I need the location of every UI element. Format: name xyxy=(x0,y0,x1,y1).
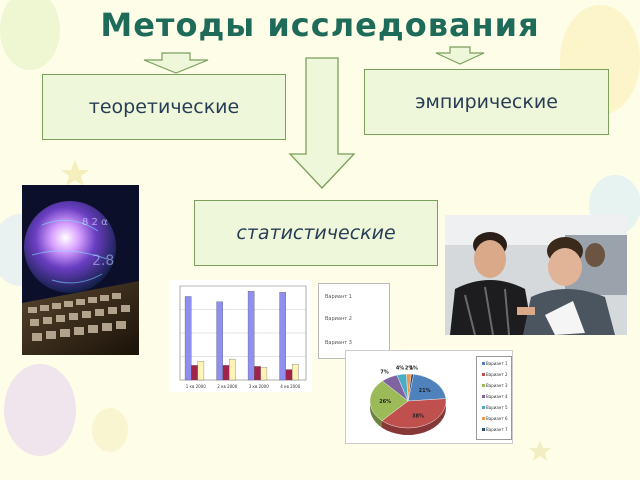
pie-legend-item: Вариант 3 xyxy=(482,383,508,388)
pie-slice-side xyxy=(382,398,446,435)
bar xyxy=(279,292,286,381)
legend-swatch xyxy=(482,373,485,376)
theoretical-label: теоретические xyxy=(88,96,240,118)
bar xyxy=(291,364,299,381)
legend-text: Вариант 7 xyxy=(486,427,508,432)
pie-slice-label: 38% xyxy=(412,414,424,420)
x-tick-label: 3 кв 2000 xyxy=(249,384,269,389)
legend-text: Вариант 4 xyxy=(486,394,508,399)
bar xyxy=(216,301,223,381)
svg-text:8 2 α: 8 2 α xyxy=(82,217,108,228)
legend-text: Вариант 5 xyxy=(486,405,508,410)
pie-slice-label: 2% xyxy=(405,365,414,371)
pie-legend-item: Вариант 6 xyxy=(482,416,508,421)
balloon-decoration xyxy=(4,364,76,456)
pie-slice-label: 21% xyxy=(419,388,431,394)
pie-legend-item: Вариант 7 xyxy=(482,427,508,432)
bar xyxy=(191,365,198,381)
statistical-label: статистические xyxy=(236,222,396,244)
empirical-label: эмпирические xyxy=(415,91,558,113)
empirical-methods-box: эмпирические xyxy=(364,69,609,135)
x-tick-label: 2 кв 2000 xyxy=(217,384,237,389)
pie-slice xyxy=(407,374,447,402)
legend-item: Вариант 2 xyxy=(325,316,352,322)
theoretical-methods-box: теоретические xyxy=(42,74,286,140)
pie-slice-label: 4% xyxy=(396,366,405,372)
pie-legend-item: Вариант 5 xyxy=(482,405,508,410)
x-tick-label: 1 кв 2000 xyxy=(186,384,206,389)
bar xyxy=(247,291,255,381)
pie-slice-label: 7% xyxy=(380,370,389,376)
pie-slice-label: 26% xyxy=(379,399,391,405)
legend-text: Вариант 3 xyxy=(486,383,508,388)
legend-text: Вариант 1 xyxy=(486,361,508,366)
keyboard-globe-photo: 8 2 α 2.8 xyxy=(22,185,139,355)
pie-slice-label: 1% xyxy=(409,365,418,371)
legend-swatch xyxy=(482,406,485,409)
balloon-decoration xyxy=(92,408,128,452)
pie-slice xyxy=(407,373,414,402)
legend-swatch xyxy=(482,395,485,398)
legend-swatch xyxy=(482,384,485,387)
legend-swatch xyxy=(482,428,485,431)
legend-text: Вариант 2 xyxy=(486,372,508,377)
pie-chart-legend: Вариант 1 Вариант 2 Вариант 3 Вариант 4 Вари… xyxy=(476,356,512,440)
legend-text: Вариант 6 xyxy=(486,416,508,421)
balloon-decoration xyxy=(0,0,60,70)
bar xyxy=(254,366,261,381)
x-tick-label: 4 кв 2000 xyxy=(280,384,300,389)
legend-item: Вариант 3 xyxy=(325,340,352,346)
svg-text:2.8: 2.8 xyxy=(92,253,114,269)
bar xyxy=(260,367,268,381)
bar xyxy=(228,358,236,381)
star-decoration xyxy=(61,160,89,186)
pie-legend-item: Вариант 4 xyxy=(482,394,508,399)
people-writing-photo xyxy=(445,215,627,335)
legend-swatch xyxy=(482,417,485,420)
bar-chart-legend: Вариант 1 Вариант 2 Вариант 3 xyxy=(318,283,390,359)
star-decoration xyxy=(529,440,551,461)
bar-chart: 1 кв 2000 2 кв 2000 3 кв 2000 4 кв 2000 xyxy=(170,280,312,392)
bar xyxy=(222,365,230,381)
pie-legend-item: Вариант 1 xyxy=(482,361,508,366)
bar xyxy=(184,296,192,381)
statistical-methods-box: статистические xyxy=(194,200,438,266)
arrow-down-icon xyxy=(435,46,485,65)
legend-item: Вариант 1 xyxy=(325,294,352,300)
pie-chart: 21% 38% 26% 7% 4%2%1% xyxy=(369,365,447,435)
bar xyxy=(285,369,293,381)
legend-swatch xyxy=(482,362,485,365)
bar xyxy=(197,361,205,381)
pie-slice xyxy=(381,398,447,429)
arrow-down-icon xyxy=(143,52,209,74)
arrow-down-icon xyxy=(288,57,356,189)
slide-title: Методы исследования xyxy=(100,6,540,44)
pie-legend-item: Вариант 2 xyxy=(482,372,508,377)
pie-slice xyxy=(369,380,409,421)
